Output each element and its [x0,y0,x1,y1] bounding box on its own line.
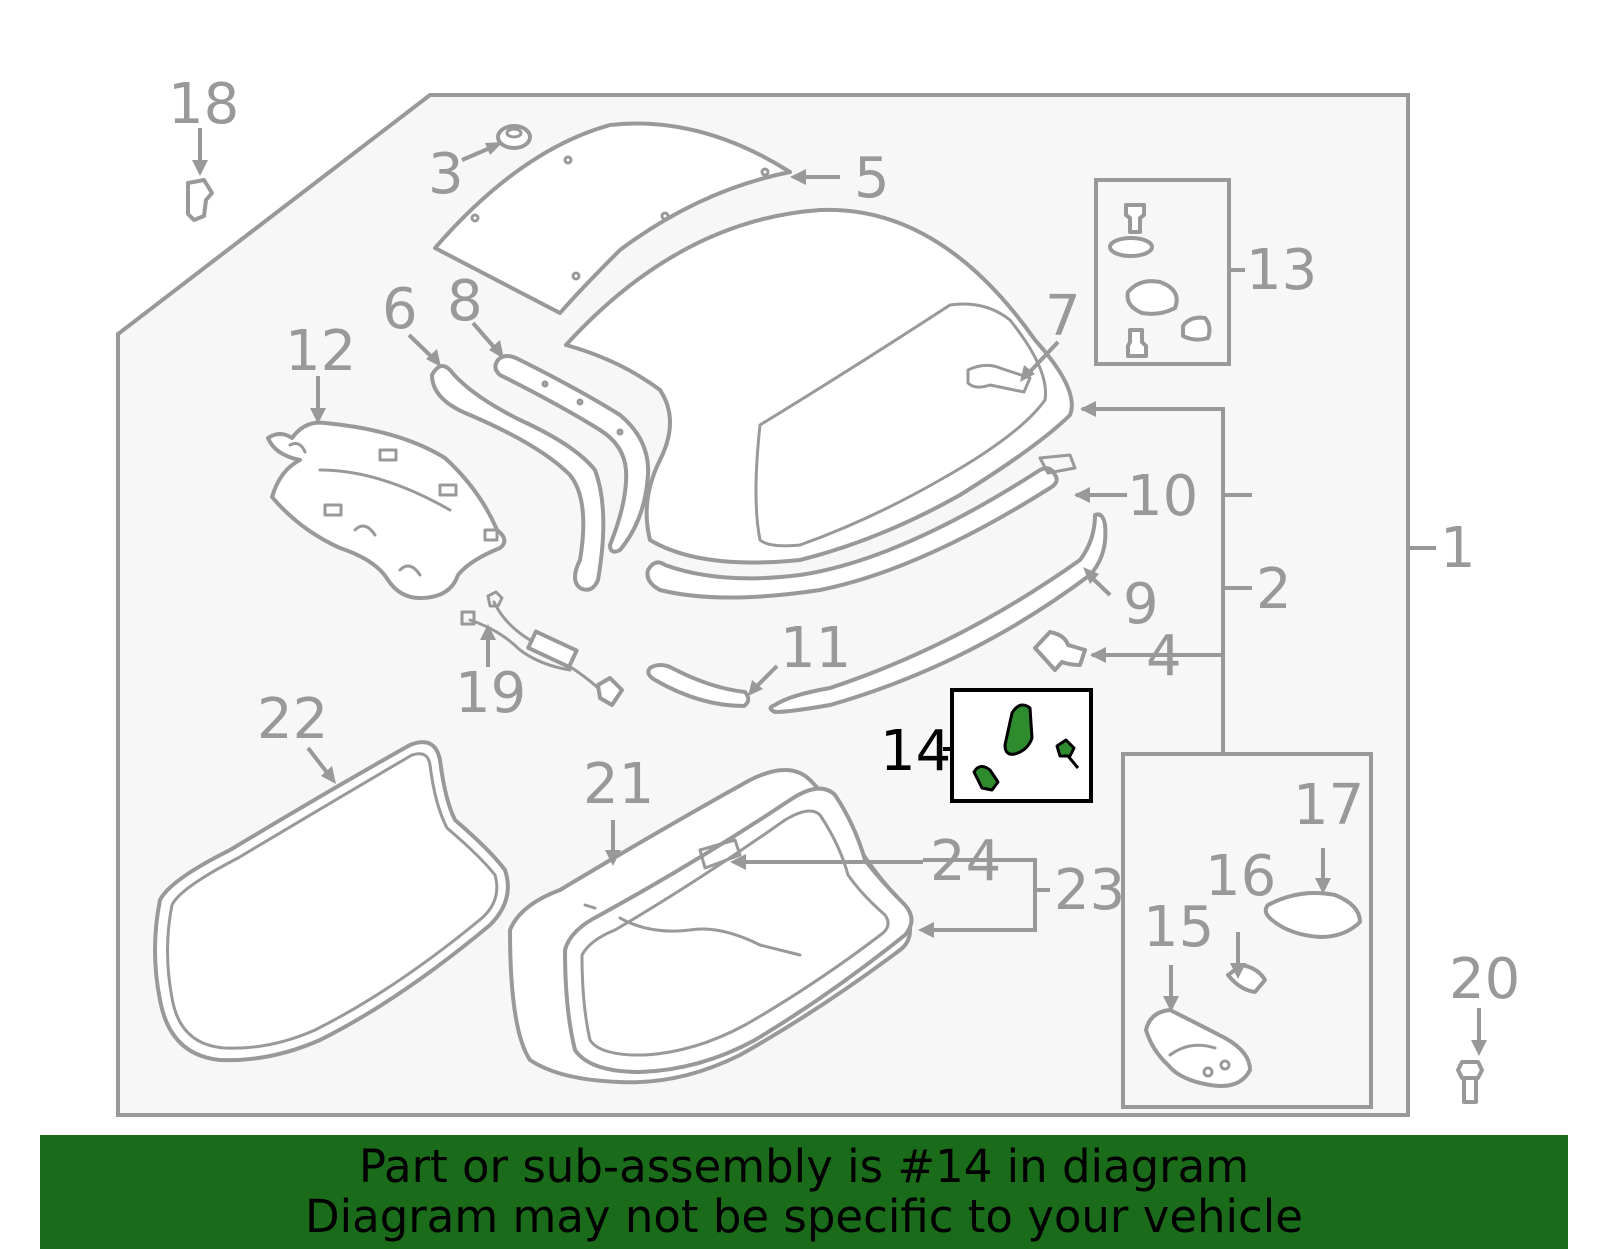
part-14-component-a [1003,703,1034,756]
callout-16: 16 [1205,844,1276,909]
callout-21: 21 [583,752,654,817]
info-banner: Part or sub-assembly is #14 in diagram D… [40,1135,1568,1249]
callout-20: 20 [1449,947,1520,1012]
banner-line-1: Part or sub-assembly is #14 in diagram [358,1140,1250,1193]
part-12-trim-panel [266,420,507,600]
callout-10: 10 [1127,464,1198,529]
arrowheads [192,142,1487,1056]
callout-8: 8 [447,269,483,334]
callout-2: 2 [1256,557,1292,622]
part-4-bracket [1033,630,1087,672]
callout-22: 22 [257,687,328,752]
part-17-cover [1263,891,1362,939]
callout-23: 23 [1054,858,1125,923]
part-3-clip [496,124,532,150]
part-22-rear-window [153,740,510,1063]
callout-1: 1 [1440,516,1476,581]
callout-17: 17 [1293,773,1364,838]
callout-12: 12 [285,319,356,384]
part-13-hardware-kit [1108,203,1212,358]
callout-24: 24 [930,829,1001,894]
banner-line-2: Diagram may not be specific to your vehi… [305,1190,1303,1243]
callout-6: 6 [382,277,418,342]
callout-3: 3 [428,142,464,207]
callout-15: 15 [1143,895,1214,960]
part-11-strip [646,663,751,708]
part-18-clip [186,178,214,222]
part-14-component-c [1055,738,1076,758]
callout-5: 5 [854,146,890,211]
part-8-rail-seal [493,354,651,554]
callout-13: 13 [1246,238,1317,303]
part-14-highlight [950,688,1093,803]
part-5-headliner [433,121,792,315]
part-21-window-frame [508,768,914,1085]
part-2-top-shell [564,207,1074,565]
part-14-component-b [972,765,1000,792]
callout-18: 18 [168,72,239,137]
callout-7: 7 [1045,284,1081,349]
callout-labels: 1 2 3 4 5 6 7 8 9 10 11 12 13 14 15 16 1… [168,72,1520,1012]
callout-9: 9 [1123,572,1159,637]
callout-19: 19 [455,661,526,726]
part-9-belt-seal [768,512,1108,714]
part-19-harness [460,590,624,707]
part-6-weatherstrip [430,364,606,592]
callout-11: 11 [780,616,851,681]
part-20-bolt [1456,1060,1484,1104]
callout-4: 4 [1146,624,1182,689]
part-10-header-seal [645,466,1059,600]
callout-14: 14 [880,719,951,784]
